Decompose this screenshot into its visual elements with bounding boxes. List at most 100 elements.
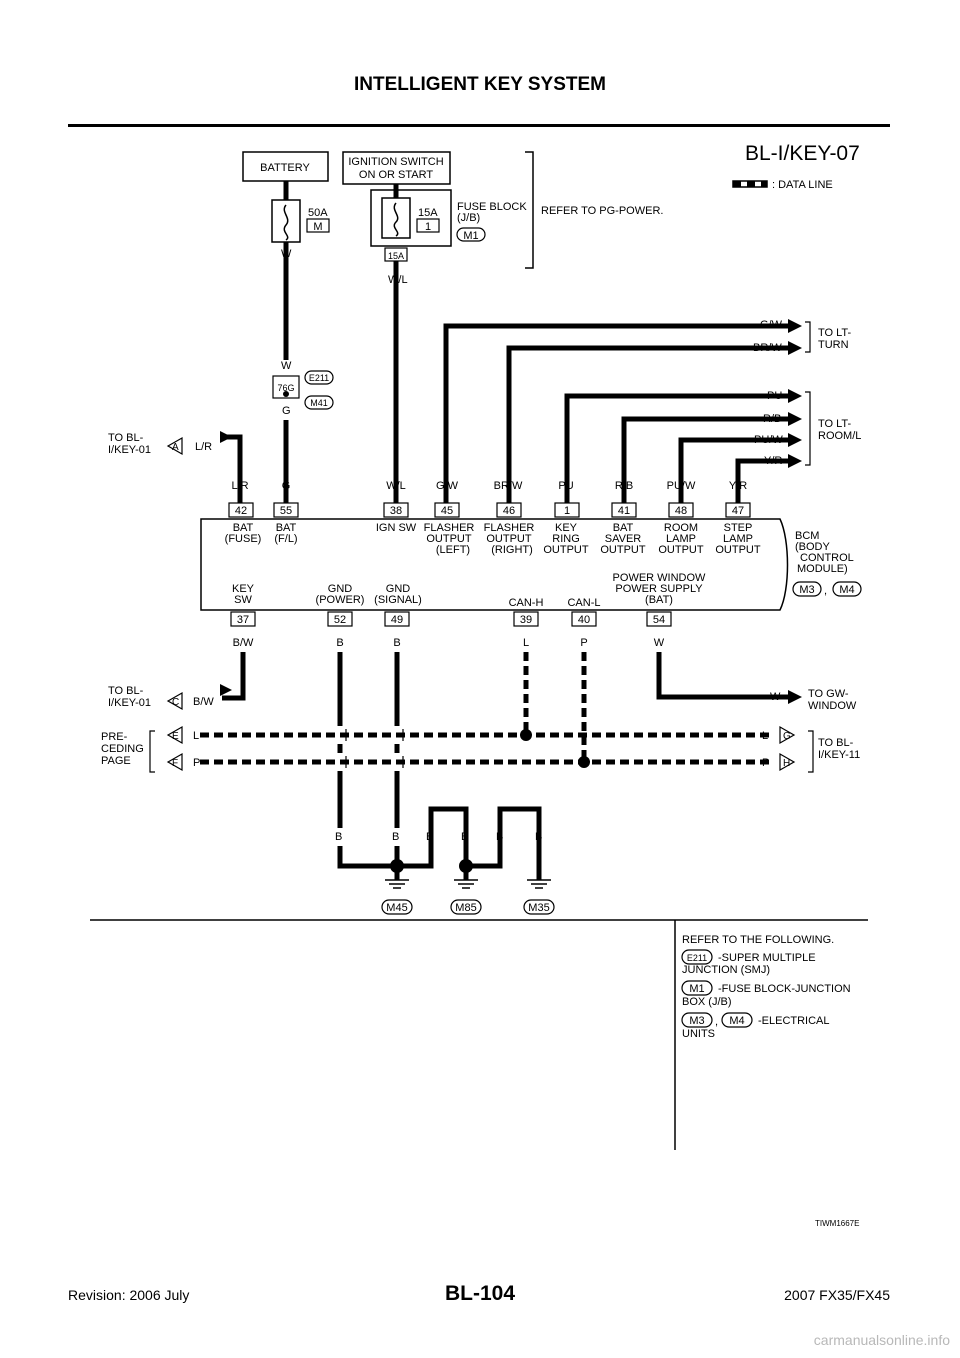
bcm-bottom-functions: KEY SW GND (POWER) GND (SIGNAL) CAN-H CA…: [232, 572, 706, 609]
ref-lt-turn-2: TURN: [818, 339, 849, 351]
ground-symbol-icon: [385, 879, 551, 889]
arrow-g: G: [783, 731, 791, 742]
wire-puw-right: PU/W: [754, 434, 783, 446]
wire-rb-right: R/B: [763, 413, 781, 425]
ignition-label-2: ON OR START: [359, 169, 433, 181]
wire-w-gw: W: [770, 691, 781, 703]
svg-text:POWER SUPPLY: POWER SUPPLY: [615, 583, 703, 595]
top-pin-number: 45: [441, 505, 453, 517]
ref-preceding-3: PAGE: [101, 755, 131, 767]
ref-preceding-1: PRE-: [101, 731, 128, 743]
wire-w-junction: W: [281, 360, 292, 372]
wire-g-junction: G: [282, 405, 291, 417]
bottom-pin-wire: B/W: [233, 637, 254, 649]
bottom-pin-wire: B: [336, 637, 343, 649]
svg-text:POWER WINDOW: POWER WINDOW: [613, 572, 706, 584]
fuse-15a-code: 1: [425, 221, 431, 233]
ref-preceding-2: CEDING: [101, 743, 144, 755]
bcm-box: [200, 518, 789, 611]
battery-label: BATTERY: [260, 162, 310, 174]
svg-text:BAT: BAT: [233, 522, 254, 534]
footer-model: 2007 FX35/FX45: [784, 1287, 890, 1303]
bcm-top-functions: BAT (FUSE) BAT (F/L) IGN SW FLASHER OUTP…: [225, 522, 761, 556]
svg-text:(FUSE): (FUSE): [225, 533, 262, 545]
svg-text:CAN-H: CAN-H: [509, 597, 544, 609]
bottom-pin-number: 49: [391, 614, 403, 626]
svg-text:OUTPUT: OUTPUT: [715, 544, 761, 556]
svg-text:STEP: STEP: [724, 522, 753, 534]
svg-text:UNITS: UNITS: [682, 1028, 715, 1040]
bottom-pin-wire: B: [393, 637, 400, 649]
bottom-pin-number: 52: [334, 614, 346, 626]
svg-text:RING: RING: [552, 533, 580, 545]
svg-text:M4: M4: [729, 1015, 744, 1027]
fuse-block-label-1: FUSE BLOCK: [457, 201, 527, 213]
junction-conn-m41: M41: [310, 398, 328, 408]
svg-text:B: B: [335, 831, 342, 843]
ref-bl01c-2: I/KEY-01: [108, 697, 151, 709]
arrow-f: F: [172, 758, 178, 769]
svg-text:(SIGNAL): (SIGNAL): [374, 594, 422, 606]
ground-m45: M45: [386, 902, 407, 914]
svg-text:,: ,: [824, 585, 827, 597]
top-pin-number: 46: [503, 505, 515, 517]
diagram-id: BL-I/KEY-07: [745, 142, 860, 165]
junction-conn-e211: E211: [309, 373, 329, 383]
ref-lt-turn-1: TO LT-: [818, 327, 852, 339]
bcm-conn-m3: M3: [799, 584, 814, 596]
top-pin-wire: PU: [558, 480, 573, 492]
top-pin-number: 55: [280, 505, 292, 517]
top-pin-wire: G: [282, 480, 291, 492]
svg-text:-SUPER MULTIPLE: -SUPER MULTIPLE: [718, 952, 816, 964]
ground-m35: M35: [528, 902, 549, 914]
ref-bl01a-2: I/KEY-01: [108, 444, 151, 456]
top-pin-number: 42: [235, 505, 247, 517]
page-title: INTELLIGENT KEY SYSTEM: [354, 74, 606, 95]
svg-text:(BODY: (BODY: [795, 541, 831, 553]
top-pin-number: 41: [618, 505, 630, 517]
svg-text:LAMP: LAMP: [666, 533, 696, 545]
fuse-block-connector: M1: [463, 230, 478, 242]
wire-l-e: L: [193, 730, 199, 742]
svg-text:(BAT): (BAT): [645, 594, 673, 606]
bottom-pin-number: 37: [237, 614, 249, 626]
fuse-block-box: [370, 189, 452, 247]
top-pin-number: 1: [564, 505, 570, 517]
wire-bw-c: B/W: [193, 696, 214, 708]
top-pin-wire: L/R: [231, 480, 248, 492]
fuse-block-label-2: (J/B): [457, 212, 480, 224]
wire-pu-right: PU: [767, 390, 782, 402]
svg-text:REFER TO THE FOLLOWING.: REFER TO THE FOLLOWING.: [682, 934, 834, 946]
arrow-a: A: [172, 442, 179, 453]
svg-text:OUTPUT: OUTPUT: [486, 533, 532, 545]
refer-pg-power: REFER TO PG-POWER.: [541, 205, 663, 217]
top-pin-wire: Y/R: [729, 480, 747, 492]
top-pin-wire: PU/W: [667, 480, 696, 492]
bcm-label: BCM (BODY CONTROL MODULE) M3 , M4: [792, 530, 862, 597]
svg-text:MODULE): MODULE): [797, 563, 848, 575]
svg-text:GND: GND: [386, 583, 411, 595]
wire-p-h: P: [762, 757, 769, 769]
ground-wiring: B B B B B B: [335, 652, 542, 880]
svg-text:(F/L): (F/L): [274, 533, 297, 545]
wire-brw-right: BR/W: [753, 342, 782, 354]
svg-text:IGN SW: IGN SW: [376, 522, 417, 534]
top-pin-wire: W/L: [386, 480, 406, 492]
fuse-15a: [381, 197, 411, 239]
ref-bl11-1: TO BL-: [818, 737, 854, 749]
bcm-conn-m4: M4: [839, 584, 854, 596]
svg-text:BAT: BAT: [276, 522, 297, 534]
bottom-pin-number: 39: [520, 614, 532, 626]
svg-text:KEY: KEY: [232, 583, 255, 595]
wire-lr-a: L/R: [195, 441, 212, 453]
ground-m85: M85: [455, 902, 476, 914]
svg-text:(POWER): (POWER): [316, 594, 365, 606]
svg-text:OUTPUT: OUTPUT: [426, 533, 472, 545]
fuse-15a-label: 15A: [418, 207, 438, 219]
footer-revision: Revision: 2006 July: [68, 1287, 190, 1303]
svg-text:M3: M3: [689, 1015, 704, 1027]
svg-text:BAT: BAT: [613, 522, 634, 534]
top-pin-wire: BR/W: [494, 480, 523, 492]
wire-w-battery: W: [281, 248, 292, 260]
